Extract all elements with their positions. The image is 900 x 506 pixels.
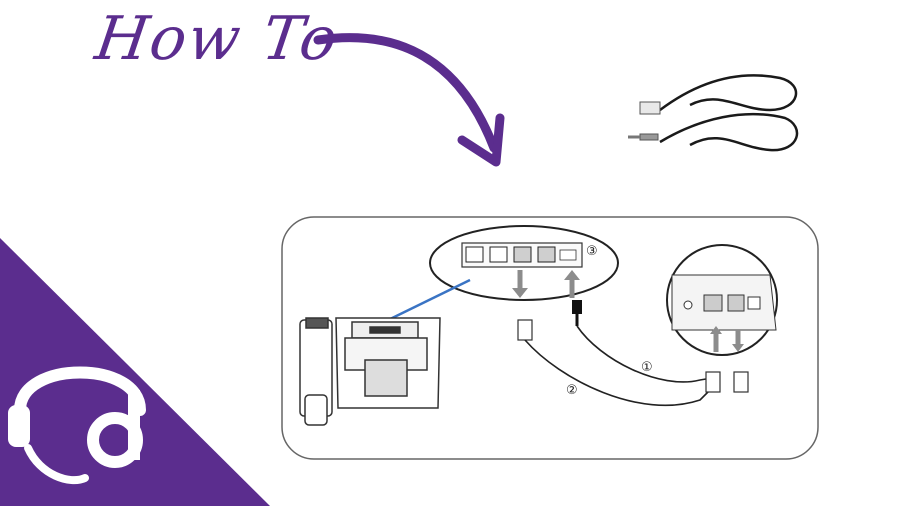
curved-arrow-icon bbox=[313, 33, 505, 167]
cable-plugs bbox=[517, 300, 582, 341]
port-zoom-circle bbox=[666, 244, 778, 356]
cable-2 bbox=[524, 339, 713, 407]
end-plugs bbox=[705, 371, 749, 393]
marker-cable-2: ② bbox=[566, 383, 578, 398]
router-arrows bbox=[512, 270, 580, 298]
marker-port-callout: ③ bbox=[586, 244, 598, 259]
pointer-line bbox=[381, 278, 471, 325]
headset-logo-icon bbox=[0, 238, 270, 506]
rj-cables-icon bbox=[628, 74, 799, 152]
cable-1 bbox=[576, 325, 713, 383]
phone-illustration bbox=[299, 317, 441, 426]
marker-cable-1: ① bbox=[641, 360, 653, 375]
